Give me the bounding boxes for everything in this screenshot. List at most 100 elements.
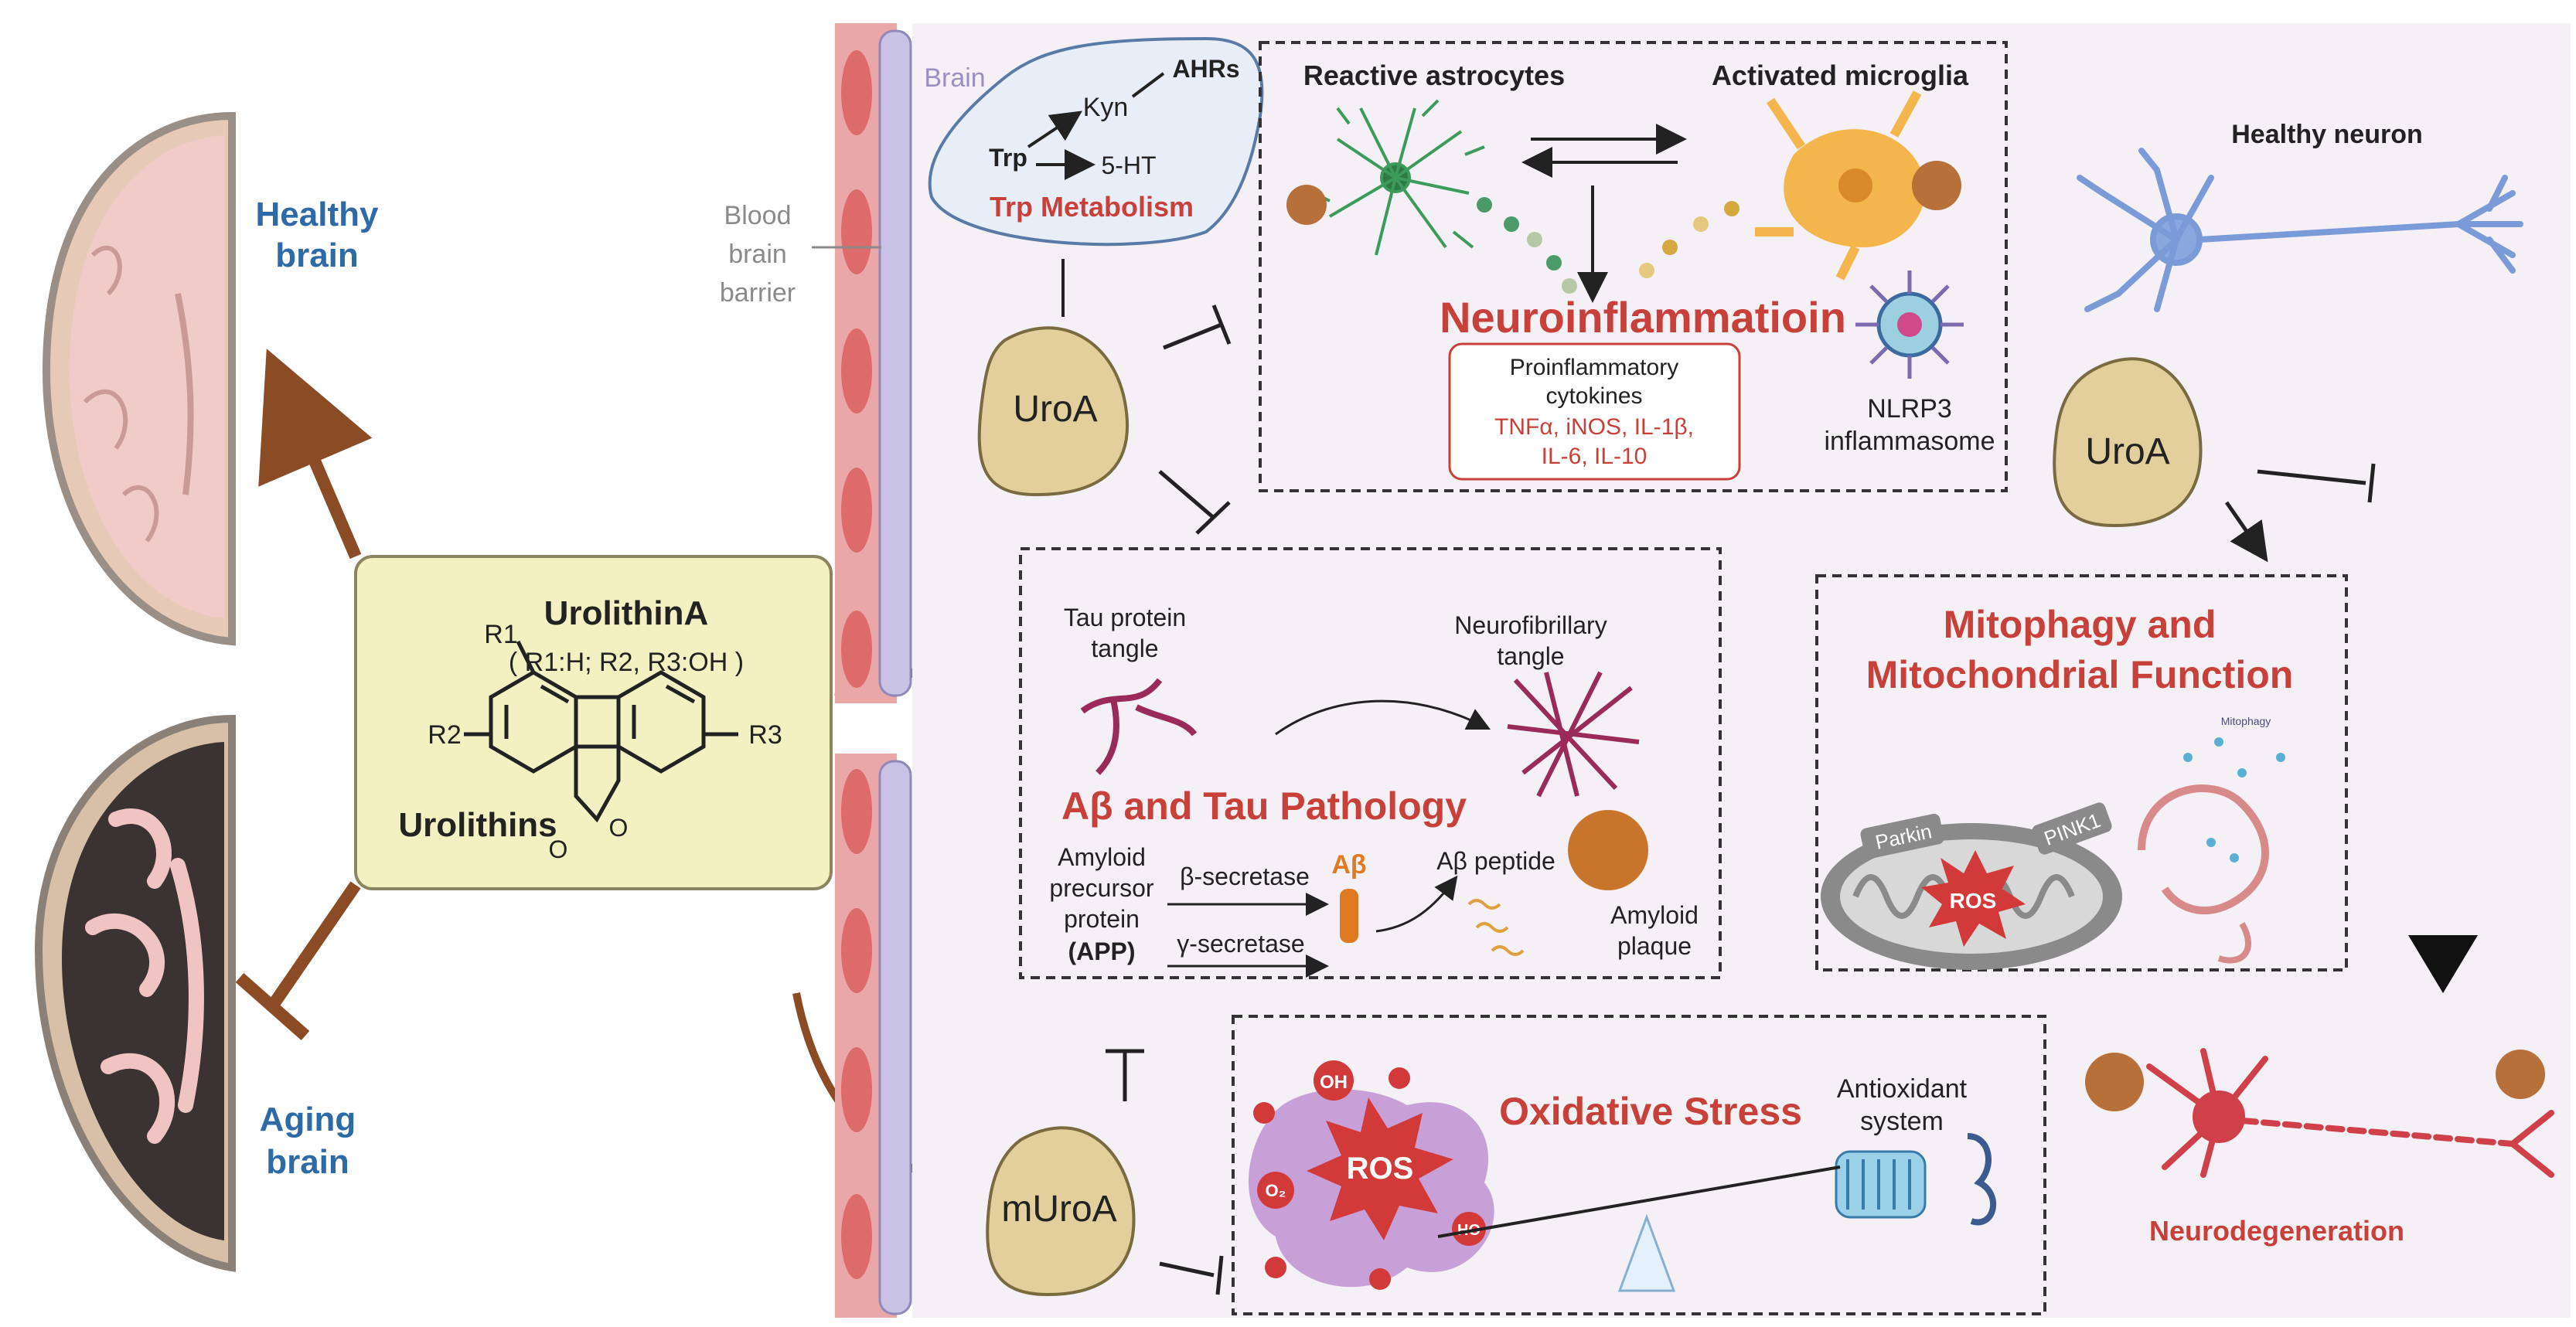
urolithin-structure [464,640,738,823]
muroa-label: mUroA [1001,1189,1116,1230]
balance-fulcrum [1617,1213,1676,1292]
cytokines-box [1448,342,1741,481]
nlrp3-label-line1: NLRP3 [1867,394,1952,424]
brain-region-label: Brain [924,63,985,93]
cytokines-title-line2: cytokines [1545,383,1642,409]
astrocyte-illustration [1314,99,1485,256]
bbb-label-line1: Blood [724,201,792,230]
uroa-to-mitophagy-arrow [2224,501,2268,563]
bbb-label-line3: barrier [720,278,796,308]
abeta-peptides-illustration [1467,899,1525,956]
brain-region-background [912,23,2571,1318]
abeta-fragment [1340,889,1358,943]
r1-label: R1 [484,620,517,649]
healthy-brain-illustration [42,111,236,646]
tau-label-line1: Tau protein [1064,604,1186,631]
reactive-astrocytes-label: Reactive astrocytes [1303,60,1565,91]
aging-brain-label-line2: brain [266,1143,349,1181]
ahrs-label: AHRs [1172,55,1239,83]
healthy-brain-label-line2: brain [275,236,359,274]
degeneration-plaque-left [2085,1053,2144,1111]
gamma-secretase-label: γ-secretase [1177,930,1304,958]
urolithin-substituents: ( R1:H; R2, R3:OH ) [509,648,744,677]
ros-main-burst [1307,1097,1453,1240]
abeta-to-peptide-arrow [1375,875,1458,933]
plaque-label-line1: Amyloid [1610,901,1699,929]
tau-to-nft-arrow [1275,699,1491,736]
oh-radical [1314,1060,1354,1101]
tau-label-line2: tangle [1091,635,1158,662]
abeta-tau-panel [1019,547,1722,979]
nlrp3-label-line2: inflammasome [1824,427,1995,456]
urolithin-box [354,555,833,890]
balance-beam [1437,1165,1841,1238]
trp-metabolism-bubble [928,36,1264,247]
uroa-inhibit-neuroinflammation-bar [1211,305,1232,345]
app-label-line2: precursor [1049,874,1154,902]
app-label-line1: Amyloid [1058,843,1146,871]
healthy-neuron-illustration [2077,148,2523,312]
kyn-to-ahrs-line [1131,72,1165,98]
oxidative-stress-title: Oxidative Stress [1499,1090,1802,1133]
uroa-mid-label: UroA [1013,389,1097,430]
uroa-inhibit-neurodegeneration-line [2257,469,2366,485]
mitophagy-title-line2: Mitochondrial Function [1866,653,2294,696]
aging-brain-label-line1: Aging [260,1101,356,1138]
plaque-label-line2: plaque [1617,932,1692,960]
antioxidant-label-line2: system [1860,1107,1944,1136]
tau-tangle-illustration [1080,678,1198,775]
app-label-line4: (APP) [1068,937,1135,965]
muroa-inhibit-ros-line [1159,1261,1215,1278]
o2-label: O₂ [1266,1181,1286,1200]
neuroinflammation-title: Neuroinflammatioin [1440,293,1846,342]
amyloid-plaque-illustration [1568,810,1648,890]
cytokines-title-line1: Proinflammatory [1510,355,1678,380]
activated-microglia-label: Activated microglia [1712,60,1969,91]
trp-label: Trp [989,144,1027,172]
abeta-label: Aβ [1331,850,1366,880]
bbb-label-line2: brain [728,240,787,269]
mitophagy-small-label: Mitophagy [2221,715,2271,727]
antioxidant-proteins-illustration [1835,1133,1996,1226]
abeta-tau-title: Aβ and Tau Pathology [1061,784,1467,828]
promote-healthy-arrow [258,349,373,560]
small-radical-1 [1253,1102,1275,1124]
r3-label: R3 [748,720,782,750]
nft-label-line1: Neurofibrillary [1454,611,1607,639]
inhibit-aging-bar [235,973,310,1040]
healthy-brain-label-line1: Healthy [256,196,379,233]
oxidative-stress-panel [1232,1015,2046,1315]
muroa-shape [986,1126,1136,1297]
urolithins-label: Urolithins [398,806,557,844]
abeta-peptide-label: Aβ peptide [1436,847,1555,875]
nlrp3-illustration [1855,271,1964,379]
beta-secretase-label: β-secretase [1180,863,1310,890]
uroa-inhibit-abeta-bar [1195,501,1231,535]
5ht-label: 5-HT [1101,151,1156,179]
urolithin-title: UrolithinA [544,594,709,632]
autophagosome-illustration [2138,737,2285,964]
neuroinflammation-panel [1259,41,2008,492]
carbonyl-oxygen-label: O [549,835,568,863]
trp-to-kyn-arrow [1027,111,1082,148]
small-radical-4 [1369,1268,1391,1290]
uroa-right-label: UroA [2085,431,2169,472]
nft-illustration [1507,671,1640,798]
microglia-illustration [1755,90,1926,281]
cytokines-list-line2: IL-6, IL-10 [1542,444,1647,469]
pink1-tag [2032,802,2112,855]
cytokines-list-line1: TNFα, iNOS, IL-1β, [1494,414,1694,440]
ros-main-label: ROS [1347,1152,1414,1186]
signaling-dots [1477,197,1739,294]
small-radical-3 [1265,1257,1286,1278]
neurodegeneration-label: Neurodegeneration [2149,1215,2404,1247]
nft-label-line2: tangle [1497,642,1564,670]
mitophagy-panel [1815,574,2348,971]
app-label-line3: protein [1064,905,1140,933]
small-radical-2 [1389,1067,1410,1089]
uroa-mid-shape [977,326,1130,497]
parkin-tag [1860,813,1944,859]
ho-radical [1452,1212,1486,1246]
trp-metabolism-title: Trp Metabolism [990,191,1194,223]
